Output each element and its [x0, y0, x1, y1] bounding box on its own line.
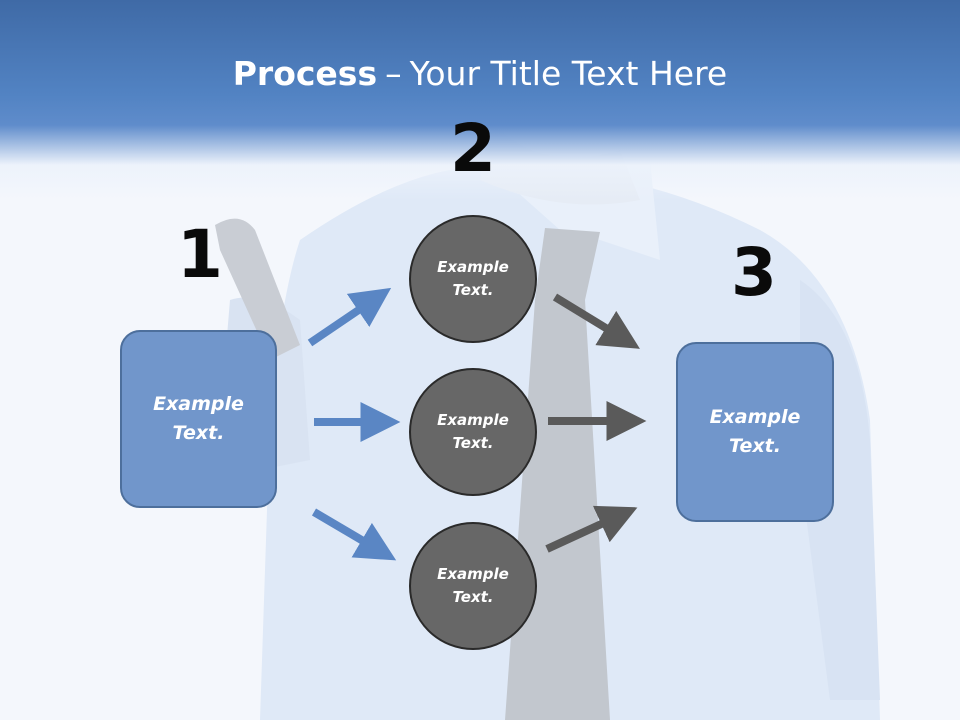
source-box-line-1: Example [153, 393, 244, 415]
node-1-line-1: Example [437, 258, 509, 276]
node-2-line-2: Text. [452, 434, 494, 452]
target-box: Example Text. [676, 342, 834, 522]
step-number-3: 3 [731, 234, 777, 311]
node-3-line-1: Example [437, 565, 509, 583]
node-3-line-2: Text. [452, 588, 494, 606]
title-separator: – [385, 54, 402, 93]
arrow-source-to-node-3 [311, 508, 397, 561]
source-box: Example Text. [120, 330, 277, 508]
step-number-2: 2 [450, 110, 496, 187]
process-node-1: Example Text. [409, 215, 537, 343]
process-node-2: Example Text. [409, 368, 537, 496]
source-box-line-2: Text. [172, 422, 225, 444]
target-box-line-2: Text. [729, 435, 781, 457]
title-rest: Your Title Text Here [409, 54, 728, 93]
target-box-line-1: Example [709, 406, 801, 428]
arrow-node-1-to-target [552, 293, 640, 349]
process-node-3: Example Text. [409, 522, 537, 650]
arrow-source-to-node-1 [307, 287, 392, 347]
step-number-1: 1 [177, 216, 223, 293]
slide-title: Process–Your Title Text Here [0, 52, 960, 96]
node-2-line-1: Example [437, 411, 509, 429]
title-banner [0, 0, 960, 200]
title-bold: Process [232, 54, 378, 93]
node-1-line-2: Text. [452, 281, 494, 299]
arrow-node-3-to-target [545, 505, 638, 553]
